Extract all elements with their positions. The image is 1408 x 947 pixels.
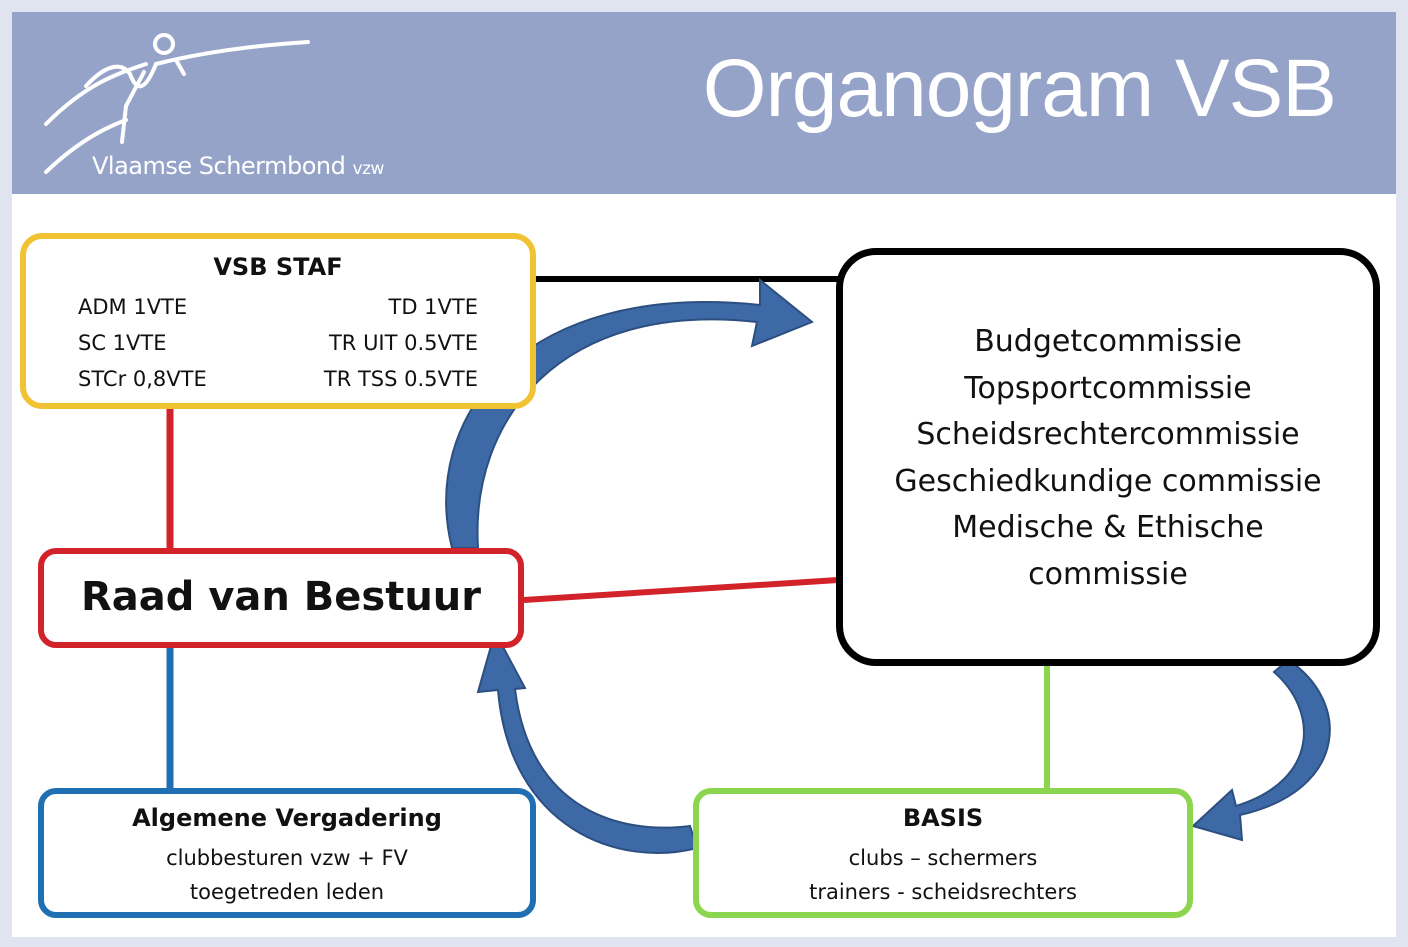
vsb-staf-box: VSB STAF ADM 1VTE SC 1VTE STCr 0,8VTE TD…: [20, 233, 536, 409]
commissions-list: Budgetcommissie Topsportcommissie Scheid…: [843, 319, 1373, 598]
raad-van-bestuur-box: Raad van Bestuur: [38, 548, 524, 648]
commission-item: Medische & Ethische: [952, 510, 1264, 545]
staf-item: TR UIT 0.5VTE: [328, 331, 478, 355]
raad-commissions-line: [523, 577, 839, 603]
commission-item: Scheidsrechtercommissie: [916, 417, 1300, 452]
staf-item: TD 1VTE: [388, 295, 479, 319]
staf-title: VSB STAF: [213, 253, 343, 281]
header-banner: Vlaamse Schermbond vzw Organogram VSB: [12, 12, 1396, 194]
arrow-basis-to-raad-icon: [476, 629, 699, 854]
staf-item: SC 1VTE: [78, 331, 167, 355]
algemene-line: clubbesturen vzw + FV: [166, 846, 408, 870]
basis-box: BASIS clubs – schermers trainers - schei…: [693, 788, 1193, 918]
algemene-line: toegetreden leden: [189, 880, 385, 904]
staf-item: ADM 1VTE: [78, 295, 188, 319]
basis-line: trainers - scheidsrechters: [809, 880, 1077, 904]
commission-item: Topsportcommissie: [964, 370, 1252, 406]
staf-item: STCr 0,8VTE: [78, 367, 207, 391]
raad-title: Raad van Bestuur: [80, 574, 482, 620]
page-title: Organogram VSB: [702, 43, 1337, 134]
logo-wordmark: Vlaamse Schermbond vzw: [92, 152, 384, 180]
algemene-title: Algemene Vergadering: [132, 804, 442, 832]
basis-line: clubs – schermers: [848, 846, 1038, 870]
fencer-logo-icon: [44, 33, 310, 174]
commission-item: Budgetcommissie: [974, 324, 1242, 359]
basis-title: BASIS: [902, 804, 984, 832]
commission-item: Geschiedkundige commissie: [894, 463, 1322, 499]
arrow-raad-to-commissions-icon: [445, 277, 814, 549]
commissions-box: Budgetcommissie Topsportcommissie Scheid…: [836, 248, 1380, 666]
commission-item: commissie: [1028, 556, 1188, 592]
arrow-commissions-to-basis-icon: [1191, 658, 1331, 842]
staf-item: TR TSS 0.5VTE: [323, 367, 478, 391]
algemene-vergadering-box: Algemene Vergadering clubbesturen vzw + …: [38, 788, 536, 918]
